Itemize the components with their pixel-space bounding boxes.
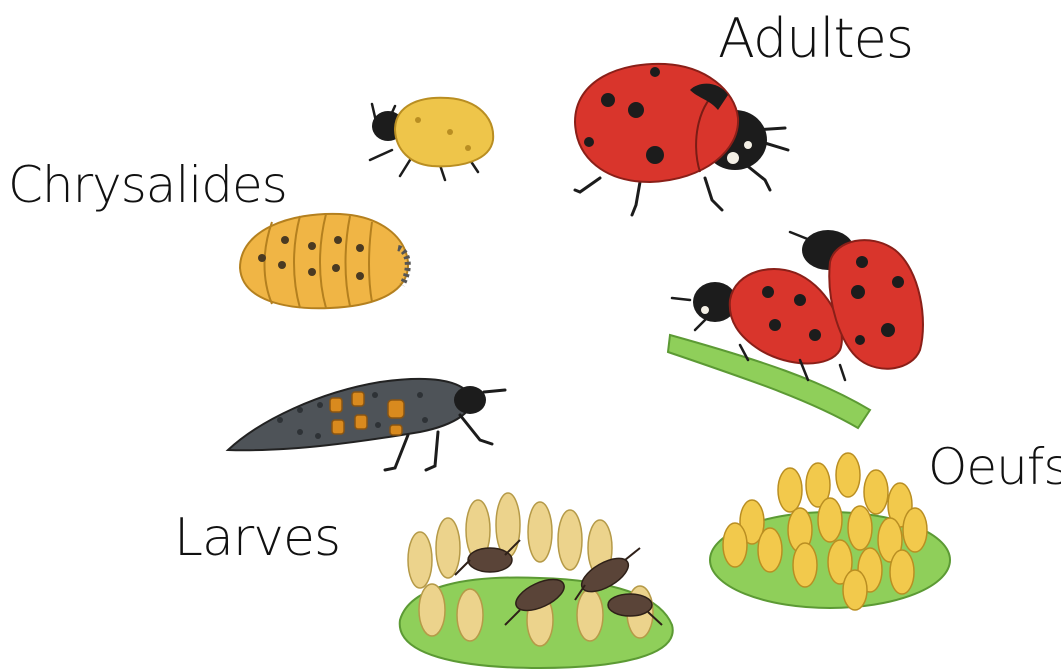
hatching-larvae-icon xyxy=(400,493,673,668)
ladybug-mating-icon xyxy=(668,230,923,428)
egg-cluster-icon xyxy=(710,453,950,610)
ladybug-adult-icon xyxy=(575,64,788,215)
pupa-icon xyxy=(240,214,408,308)
stage-label-larves: Larves xyxy=(174,512,340,564)
stage-label-chrysalides: Chrysalides xyxy=(8,160,287,210)
stage-label-oeufs: Oeufs xyxy=(928,442,1061,492)
young-adult-ladybug-icon xyxy=(370,98,493,180)
larva-icon xyxy=(228,379,505,470)
stage-label-adultes: Adultes xyxy=(718,12,913,66)
